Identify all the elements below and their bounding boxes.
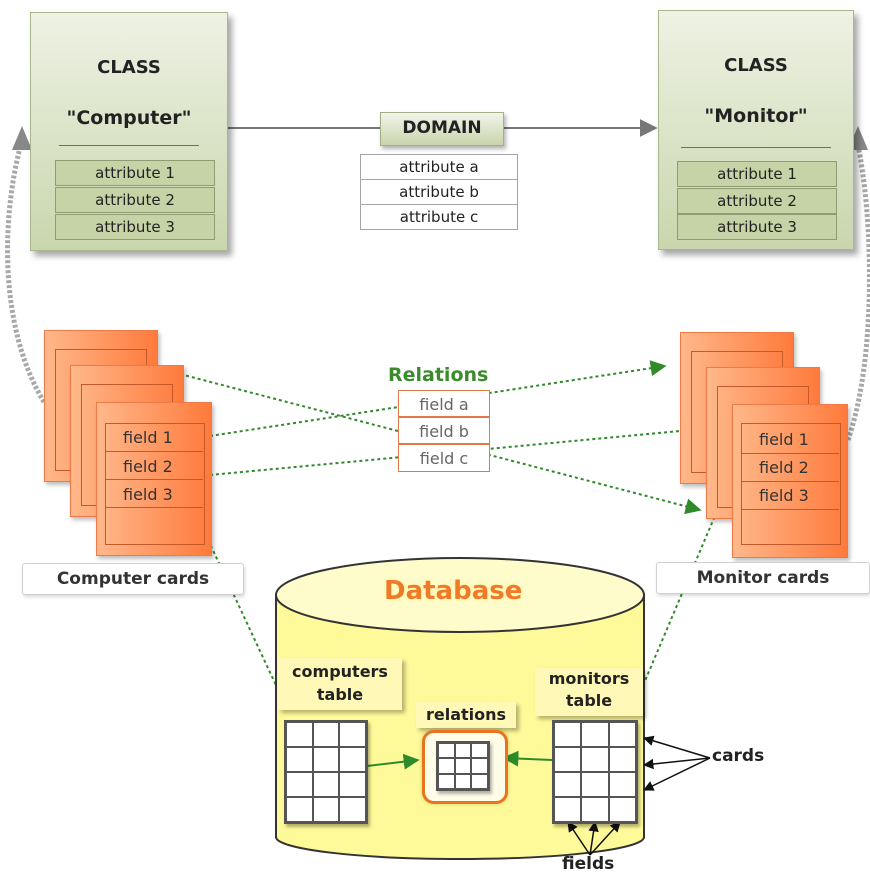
computer-cards-to-class-arc — [5, 139, 47, 404]
monitor-card-field: field 1 — [759, 430, 809, 449]
monitors-table-grid — [552, 720, 638, 824]
monitor-cards-caption: Monitor cards — [656, 562, 870, 594]
relations-table-grid — [436, 741, 490, 791]
monitor-card-front: field 1 field 2 field 3 — [732, 404, 848, 558]
computer-card-field: field 2 — [123, 457, 173, 476]
monitor-cards-to-class-arc — [845, 139, 870, 441]
domain-attribute: attribute a — [360, 154, 518, 180]
class-monitor-attribute: attribute 2 — [677, 188, 837, 214]
database-title: Database — [384, 576, 523, 606]
monitors-to-relations-arrow — [502, 750, 553, 767]
class-monitor-name: "Monitor" — [704, 105, 808, 127]
fields-label: fields — [562, 854, 615, 874]
class-computer-attribute: attribute 1 — [55, 160, 215, 186]
monitor-card-field: field 3 — [759, 486, 809, 505]
computer-cards-caption: Computer cards — [22, 563, 244, 595]
cards-label: cards — [712, 746, 765, 766]
relations-field: field c — [398, 444, 490, 472]
domain-attribute: attribute c — [360, 204, 518, 230]
class-computer-attribute: attribute 2 — [55, 187, 215, 213]
computer-card-front: field 1 field 2 field 3 — [96, 402, 212, 556]
monitors-table-label: monitors table — [535, 668, 643, 716]
computer-card-field: field 3 — [123, 485, 173, 504]
relations-title: Relations — [388, 364, 489, 386]
class-monitor-attribute: attribute 1 — [677, 161, 837, 187]
computers-table-grid — [284, 720, 368, 824]
relations-field: field b — [398, 417, 490, 444]
class-monitor-attribute: attribute 3 — [677, 214, 837, 240]
class-computer-name: "Computer" — [66, 107, 192, 129]
class-computer-attribute: attribute 3 — [55, 214, 215, 240]
relations-table-label: relations — [416, 702, 516, 728]
class-monitor-box: CLASS "Monitor" attribute 1 attribute 2 … — [658, 10, 854, 250]
relations-field: field a — [398, 390, 490, 417]
computers-to-relations-arrow — [366, 753, 420, 770]
class-computer-keyword: CLASS — [97, 57, 161, 78]
class-computer-box: CLASS "Computer" attribute 1 attribute 2… — [30, 12, 228, 251]
class-monitor-keyword: CLASS — [724, 55, 788, 76]
computers-table-label: computers table — [278, 658, 402, 710]
domain-attribute: attribute b — [360, 179, 518, 205]
monitor-card-field: field 2 — [759, 458, 809, 477]
domain-label: DOMAIN — [380, 112, 504, 146]
computer-card-field: field 1 — [123, 428, 173, 447]
